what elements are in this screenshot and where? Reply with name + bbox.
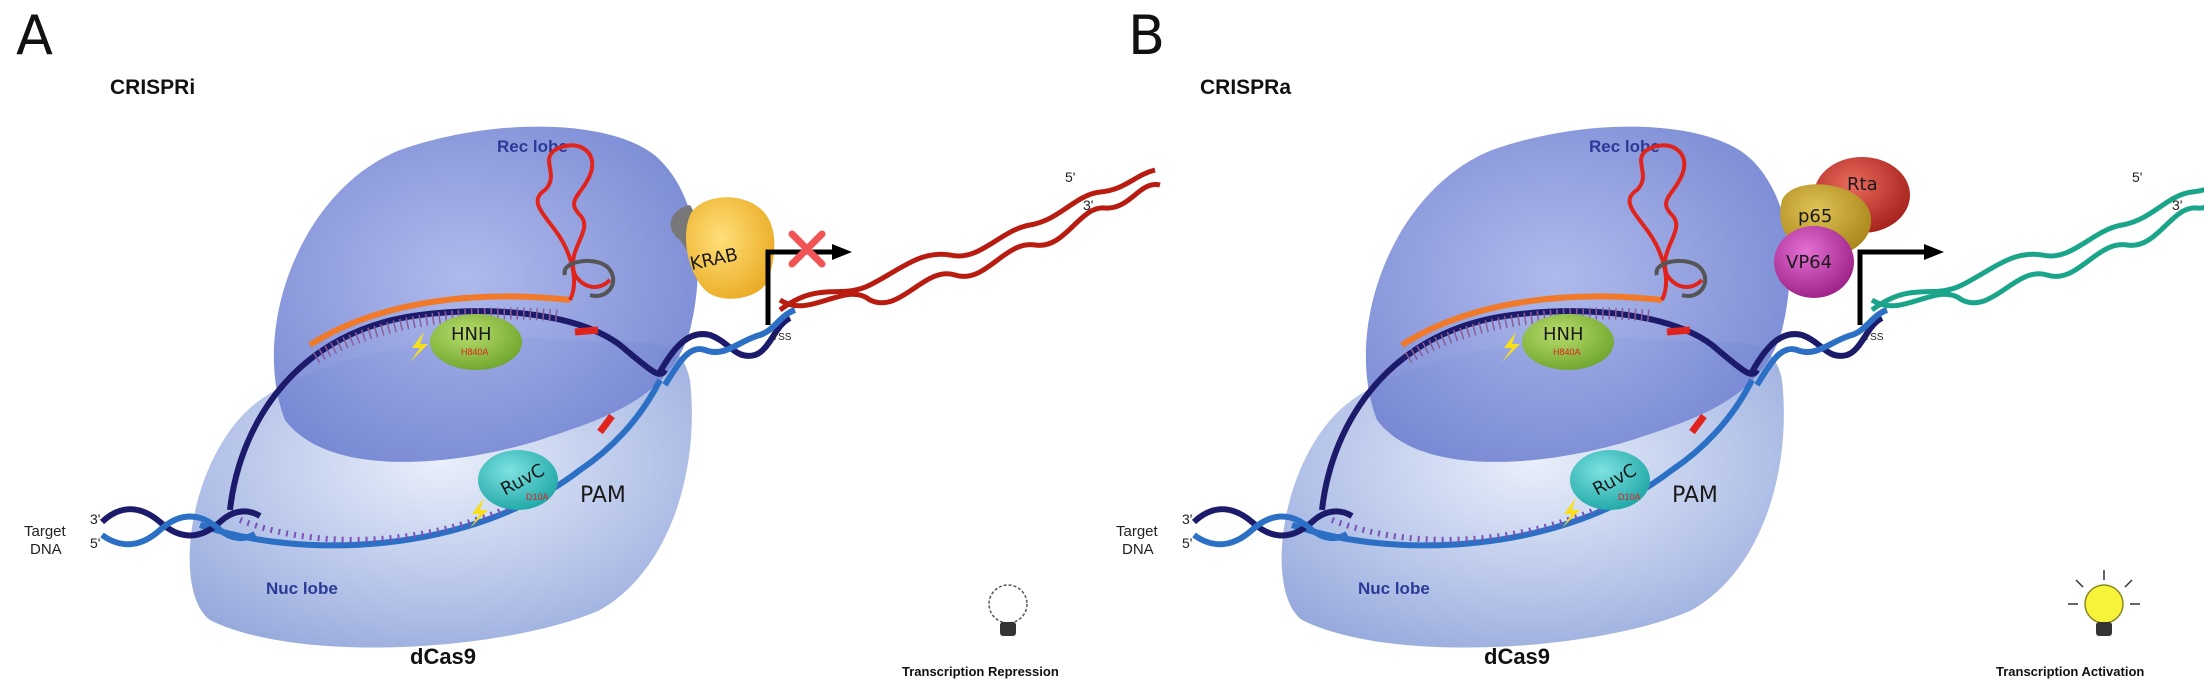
sgrna-hairpin xyxy=(1654,258,1708,298)
tss-arrow-head xyxy=(1924,244,1944,260)
ruvc-domain xyxy=(478,450,558,510)
sgrna-spacer xyxy=(1400,293,1663,348)
transcript-helix-1 xyxy=(778,167,1156,313)
non-target-strand xyxy=(227,308,668,511)
tss-label: TSS xyxy=(1864,332,1884,343)
right-helix-strand-2 xyxy=(1754,307,1889,387)
rta-label: Rta xyxy=(1847,174,1878,195)
lightbulb-on-icon xyxy=(2068,570,2140,636)
dcas9-label: dCas9 xyxy=(1484,644,1550,669)
target-dna-label-line1: Target xyxy=(1116,523,1159,540)
panel-crispra: B CRISPRa Rec lobe Nuc lobe 5' 3' Rta p6… xyxy=(1116,4,2204,679)
transcript-helix-2 xyxy=(1870,205,2204,309)
ruvc-mutation-label: D10A xyxy=(1618,492,1641,502)
block-x-icon xyxy=(788,230,826,268)
pam-label: PAM xyxy=(580,483,626,508)
left-3-end: 3' xyxy=(90,511,100,527)
vp64-label: VP64 xyxy=(1786,252,1832,273)
transcript-3-end: 3' xyxy=(2172,197,2182,213)
ruvc-domain xyxy=(1570,450,1650,510)
tss-arrow xyxy=(1857,249,1924,325)
pam-label: PAM xyxy=(1672,483,1718,508)
non-target-strand xyxy=(1319,308,1760,511)
rec-lobe-label: Rec lobe xyxy=(1589,137,1660,156)
nuc-lobe-label: Nuc lobe xyxy=(1358,579,1430,598)
hnh-lightning-icon xyxy=(1502,332,1520,362)
left-helix-strand-1 xyxy=(99,506,262,539)
hnh-domain xyxy=(1522,314,1614,370)
seed-marker xyxy=(574,326,599,336)
ruvc-mutation-label: D10A xyxy=(526,492,549,502)
tss-arrow-head xyxy=(832,244,852,260)
rec-lobe-label: Rec lobe xyxy=(497,137,568,156)
transcript-3-end: 3' xyxy=(1083,197,1093,213)
outcome-label: Transcription Repression xyxy=(902,664,1059,679)
target-dna-label-line2: DNA xyxy=(30,541,62,558)
pam-marker xyxy=(597,413,615,435)
seed-marker xyxy=(1666,326,1691,336)
left-helix-strand-2 xyxy=(100,513,257,548)
mode-title: CRISPRi xyxy=(110,76,195,99)
transcript-helix-2 xyxy=(778,182,1161,309)
dcas9-label: dCas9 xyxy=(410,644,476,669)
pam-marker xyxy=(1689,413,1707,435)
left-helix-strand-2 xyxy=(1192,513,1349,548)
right-helix-strand-2 xyxy=(662,307,797,387)
left-helix-strand-1 xyxy=(1191,506,1354,539)
lightbulb-off-icon xyxy=(988,584,1028,636)
sgrna-spacer xyxy=(308,293,571,348)
tss-label: TSS xyxy=(772,332,792,343)
hnh-label: HNH xyxy=(451,324,492,345)
hnh-mutation-label: H840A xyxy=(461,347,489,357)
panel-letter: A xyxy=(16,4,53,67)
ruvc-lightning-icon xyxy=(1562,498,1580,528)
vp64-domain xyxy=(1774,226,1854,298)
p65-label: p65 xyxy=(1798,206,1832,227)
nuc-lobe-label: Nuc lobe xyxy=(266,579,338,598)
transcript-5-end: 5' xyxy=(2132,169,2142,185)
krab-domain xyxy=(685,197,775,299)
transcript-helix-1 xyxy=(1870,187,2204,313)
hnh-mutation-label: H840A xyxy=(1553,347,1581,357)
ruvc-lightning-icon xyxy=(470,498,488,528)
left-5-end: 5' xyxy=(1182,535,1192,551)
panel-letter: B xyxy=(1128,4,1165,67)
hnh-lightning-icon xyxy=(410,332,428,362)
target-dna-label-line2: DNA xyxy=(1122,541,1154,558)
sgrna-hairpin xyxy=(562,258,616,298)
mode-title: CRISPRa xyxy=(1200,76,1291,99)
target-dna-label-line1: Target xyxy=(24,523,67,540)
outcome-label: Transcription Activation xyxy=(1996,664,2144,679)
hnh-domain xyxy=(430,314,522,370)
left-5-end: 5' xyxy=(90,535,100,551)
transcript-5-end: 5' xyxy=(1065,169,1075,185)
hnh-label: HNH xyxy=(1543,324,1584,345)
panel-crispri: A CRISPRi Rec lobe Nuc lobe 5' 3' xyxy=(16,4,1161,679)
left-3-end: 3' xyxy=(1182,511,1192,527)
